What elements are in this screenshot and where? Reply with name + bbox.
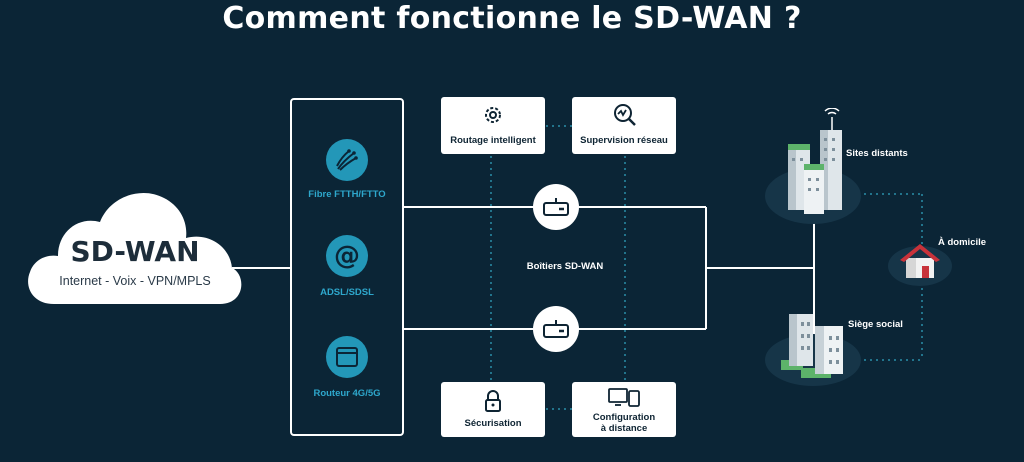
feature-card-security: Sécurisation xyxy=(441,382,545,437)
feature-label-monitoring: Supervision réseau xyxy=(580,135,668,146)
feature-label-security: Sécurisation xyxy=(464,418,522,429)
fiber-optic-icon xyxy=(326,139,368,181)
tech-label-adsl: ADSL/SDSL xyxy=(320,287,374,298)
site-label-remote: Sites distants xyxy=(846,148,908,159)
office-buildings-icon xyxy=(788,108,842,214)
tech-label-router: Routeur 4G/5G xyxy=(313,388,381,399)
feature-label-routing: Routage intelligent xyxy=(450,135,536,146)
devices-icon xyxy=(607,386,641,413)
sdwan-boxes-label: Boîtiers SD-WAN xyxy=(526,261,604,272)
lock-icon xyxy=(483,389,503,418)
house-icon xyxy=(900,244,940,278)
cloud-subtitle: Internet - Voix - VPN/MPLS xyxy=(59,274,211,288)
at-sign-icon: @ xyxy=(326,235,368,277)
feature-card-monitoring: Supervision réseau xyxy=(572,97,676,154)
site-label-home: À domicile xyxy=(938,237,987,248)
feature-label-config-line2: à distance xyxy=(600,423,648,434)
router-window-icon xyxy=(326,336,368,378)
sdwan-box-icon xyxy=(533,306,579,352)
gear-icon xyxy=(481,103,505,132)
feature-label-config-line1: Configuration xyxy=(592,412,656,423)
feature-card-remote-config: Configuration à distance xyxy=(572,382,676,437)
site-label-hq: Siège social xyxy=(848,319,903,330)
magnifier-chart-icon xyxy=(610,102,638,133)
headquarters-buildings-icon xyxy=(781,314,843,378)
cloud-title: SD-WAN xyxy=(70,235,200,268)
access-technologies-box xyxy=(290,98,404,436)
sdwan-box-icon xyxy=(533,184,579,230)
tech-label-fiber: Fibre FTTH/FTTO xyxy=(308,189,386,200)
feature-card-routing: Routage intelligent xyxy=(441,97,545,154)
page-title: Comment fonctionne le SD-WAN ? xyxy=(222,1,802,36)
cloud-shape xyxy=(28,192,242,304)
